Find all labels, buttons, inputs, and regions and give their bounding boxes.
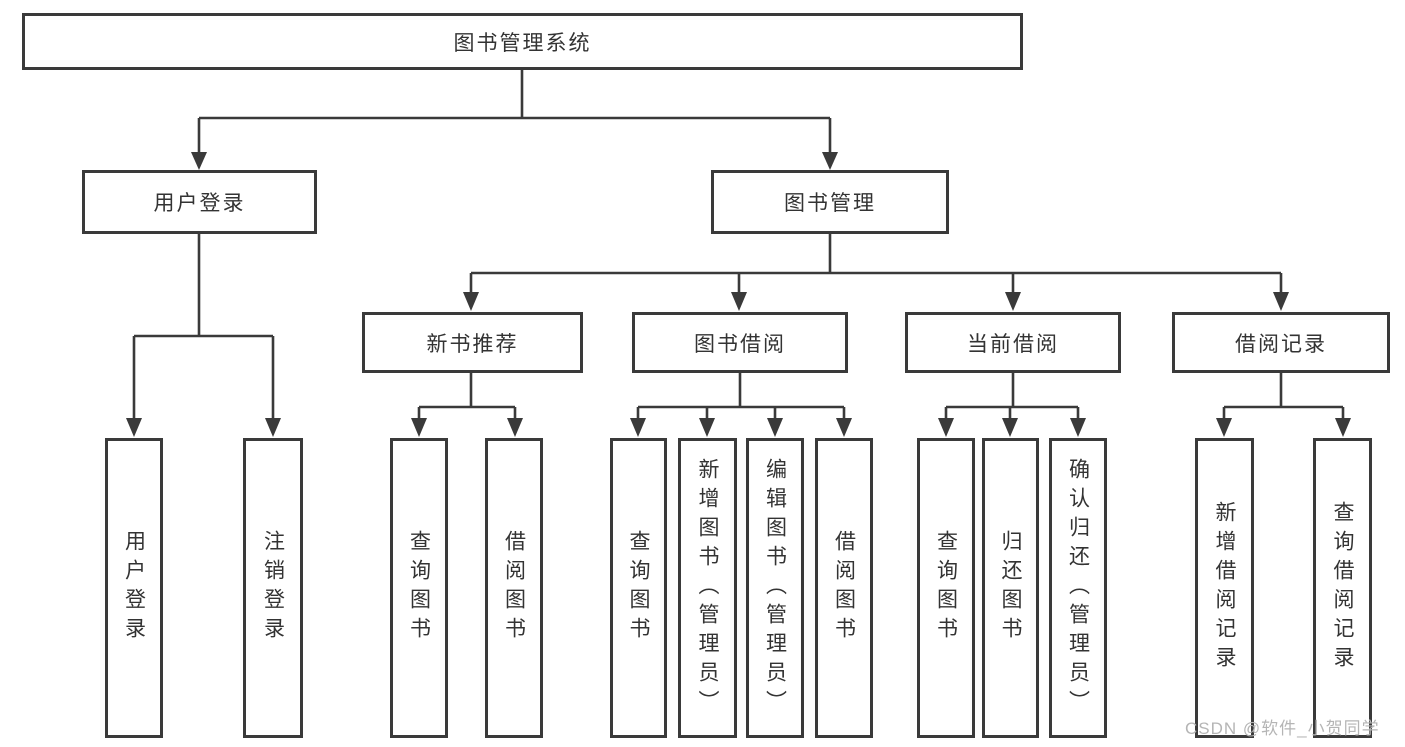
arrowhead-icon — [630, 418, 646, 437]
node-add-borrow-record: 新增借阅记录 — [1195, 438, 1254, 738]
connector-user-login — [126, 234, 281, 437]
watermark-text: CSDN @软件_小贺同学 — [1185, 719, 1380, 738]
connector-wire — [197, 70, 832, 153]
connector-new-book-recommend — [411, 373, 523, 437]
connector-wire — [1222, 373, 1345, 419]
node-borrow-books-borrowing: 借阅图书 — [815, 438, 873, 738]
arrowhead-icon — [1216, 418, 1232, 437]
node-query-borrow-record: 查询借阅记录 — [1313, 438, 1372, 738]
node-book-management: 图书管理 — [711, 170, 949, 234]
node-logout: 注销登录 — [243, 438, 303, 738]
node-query-books-current: 查询图书 — [917, 438, 975, 738]
arrowhead-icon — [1005, 292, 1021, 311]
arrowhead-icon — [767, 418, 783, 437]
node-user-login: 用户登录 — [82, 170, 317, 234]
arrowhead-icon — [1273, 292, 1289, 311]
connector-book-borrowing — [630, 373, 852, 437]
arrowhead-icon — [1002, 418, 1018, 437]
arrowhead-icon — [507, 418, 523, 437]
arrowhead-icon — [1070, 418, 1086, 437]
connector-root — [191, 70, 838, 170]
arrowhead-icon — [411, 418, 427, 437]
connector-borrowing-records — [1216, 373, 1351, 437]
connector-current-borrowing — [938, 373, 1086, 437]
connector-wire — [469, 234, 1283, 293]
arrowhead-icon — [836, 418, 852, 437]
connector-wire — [132, 234, 275, 419]
arrowhead-icon — [731, 292, 747, 311]
node-library-system: 图书管理系统 — [22, 13, 1023, 70]
node-add-books-admin: 新增图书︵管理员︶ — [678, 438, 737, 738]
arrowhead-icon — [938, 418, 954, 437]
node-edit-books-admin: 编辑图书︵管理员︶ — [746, 438, 804, 738]
node-return-books: 归还图书 — [982, 438, 1039, 738]
arrowhead-icon — [265, 418, 281, 437]
node-current-borrowing: 当前借阅 — [905, 312, 1121, 373]
node-query-books-recommend: 查询图书 — [390, 438, 448, 738]
connector-wire — [636, 373, 846, 419]
arrowhead-icon — [822, 152, 838, 170]
node-user-login-leaf: 用户登录 — [105, 438, 163, 738]
arrowhead-icon — [463, 292, 479, 311]
node-borrowing-records: 借阅记录 — [1172, 312, 1390, 373]
node-new-book-recommend: 新书推荐 — [362, 312, 583, 373]
arrowhead-icon — [191, 152, 207, 170]
node-book-borrowing: 图书借阅 — [632, 312, 848, 373]
connector-wire — [944, 373, 1080, 419]
arrowhead-icon — [1335, 418, 1351, 437]
connector-book-management — [463, 234, 1289, 311]
arrowhead-icon — [699, 418, 715, 437]
arrowhead-icon — [126, 418, 142, 437]
node-confirm-return-admin: 确认归还︵管理员︶ — [1049, 438, 1107, 738]
node-query-books-borrowing: 查询图书 — [610, 438, 667, 738]
node-borrow-books-recommend: 借阅图书 — [485, 438, 543, 738]
connector-wire — [417, 373, 517, 419]
